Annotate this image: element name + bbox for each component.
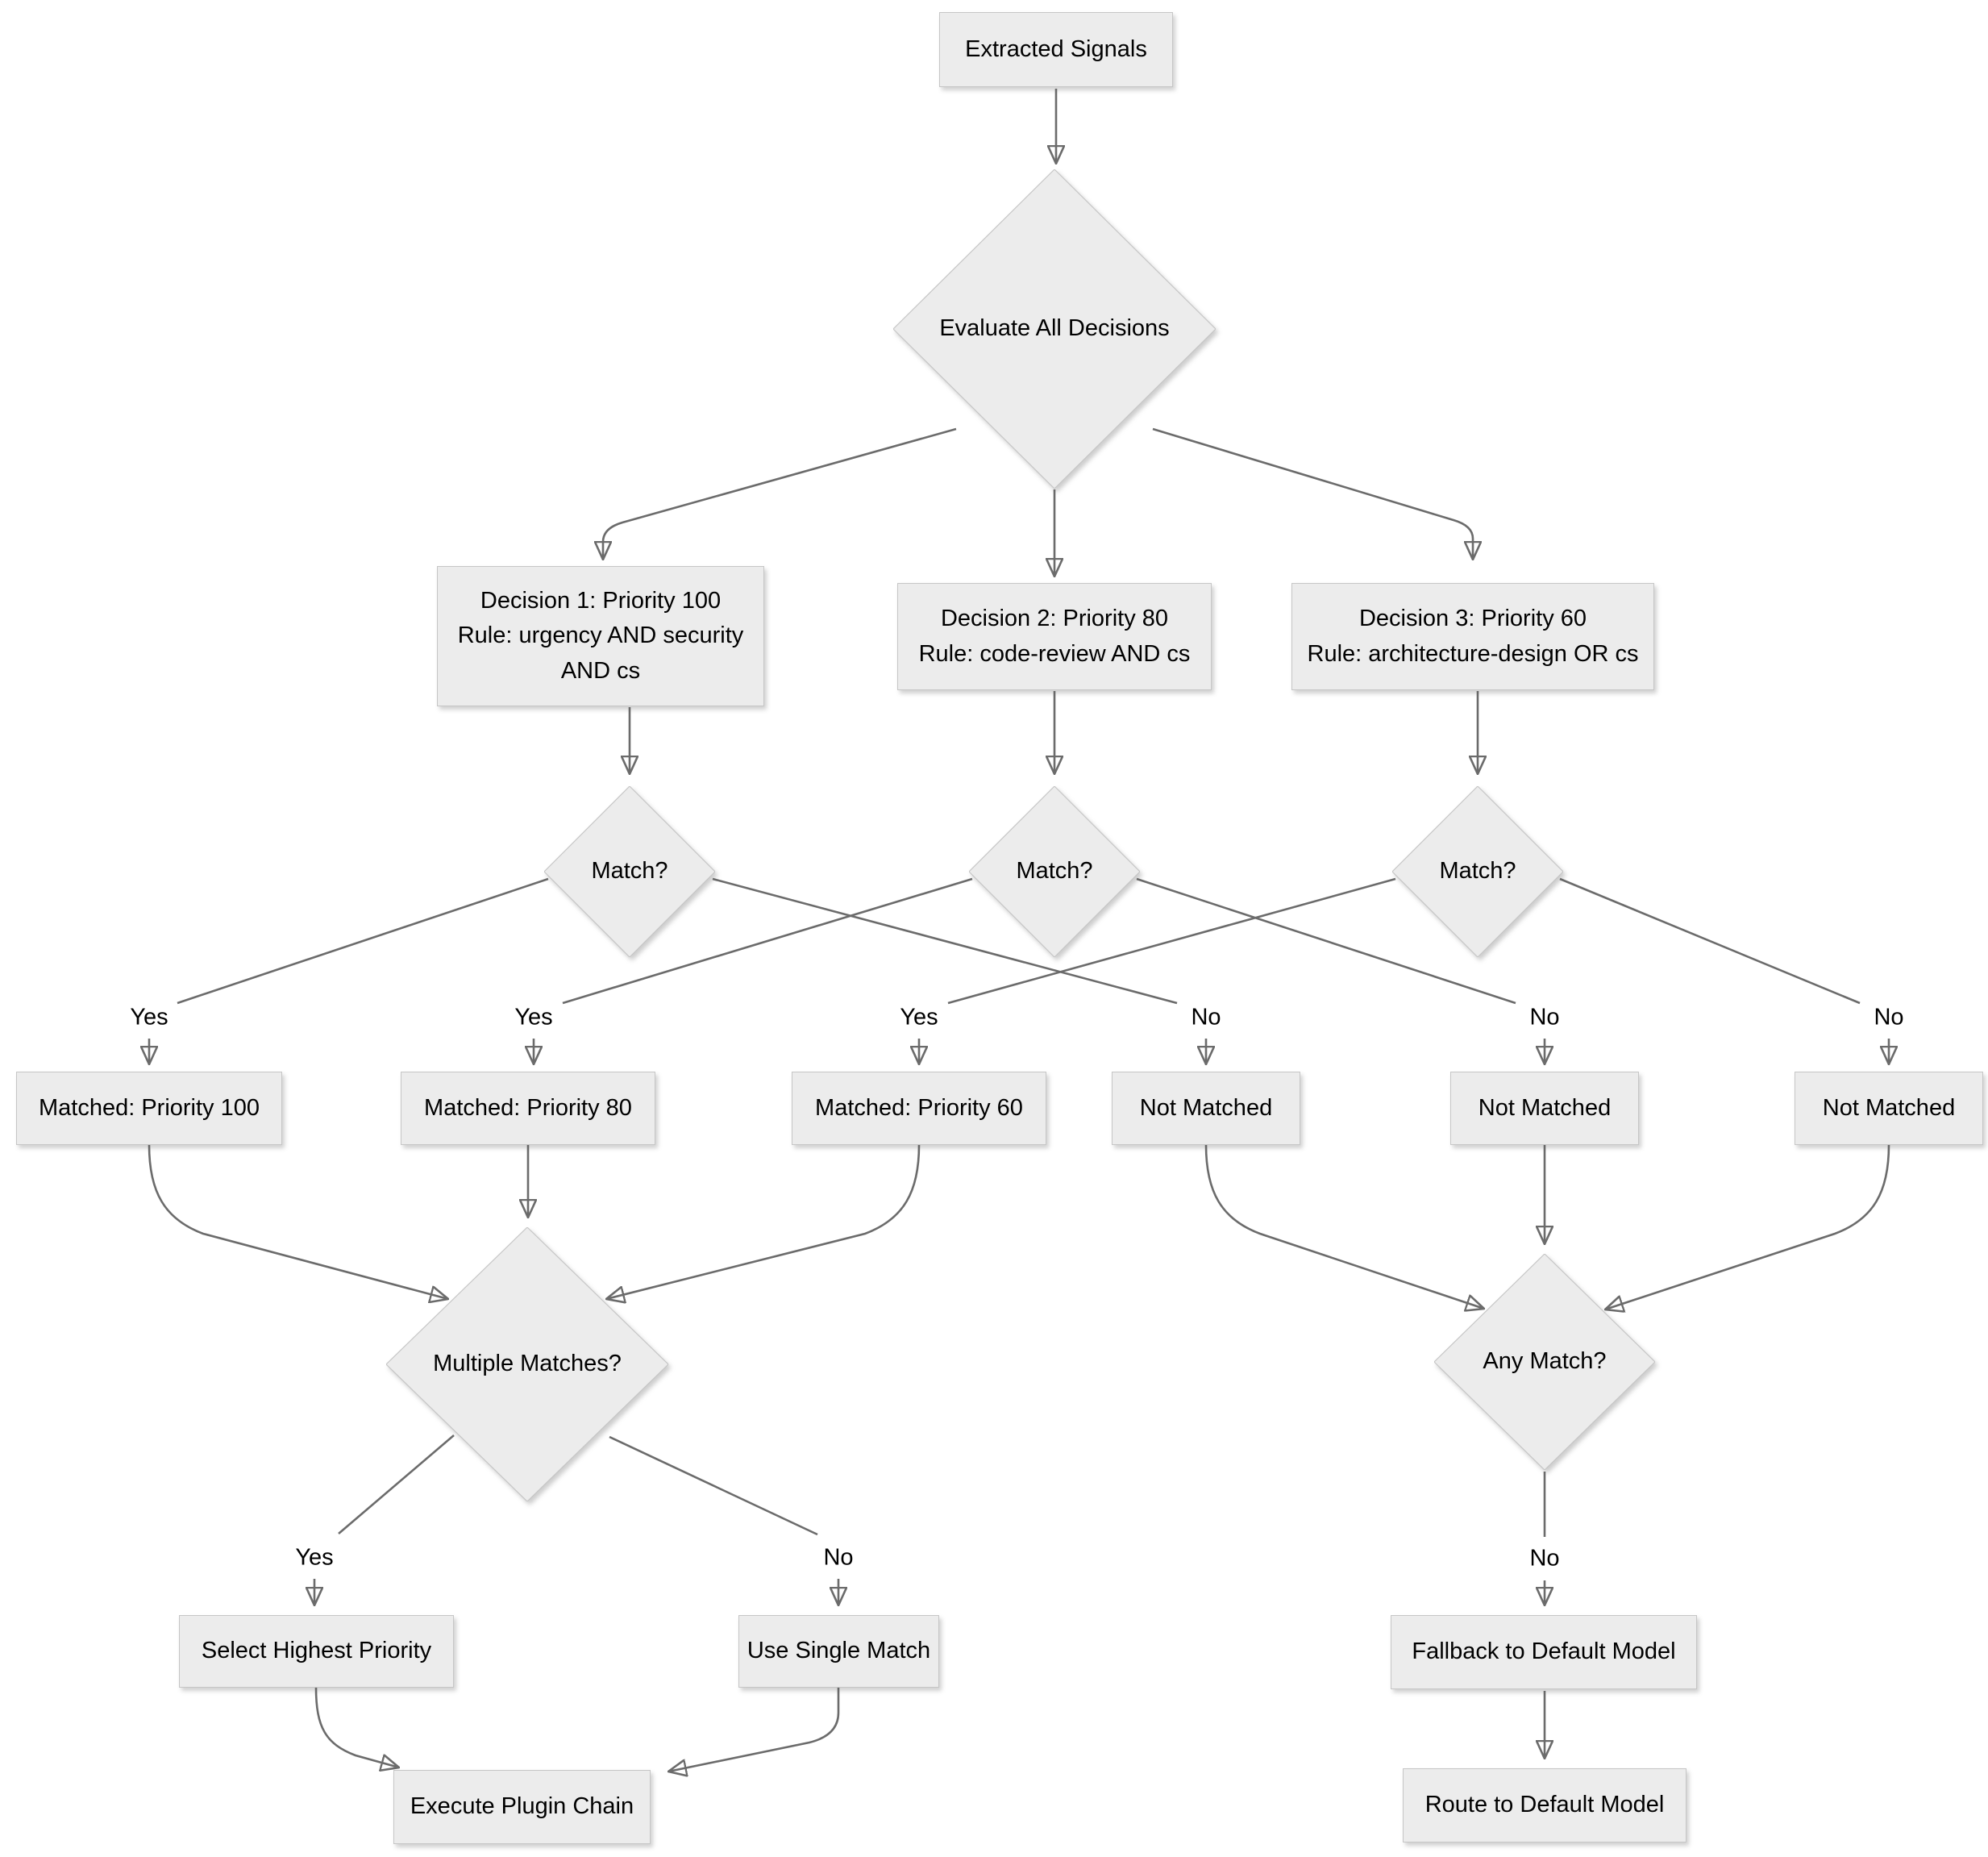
node-label: Rule: urgency AND security xyxy=(457,622,744,649)
node-label: Match? xyxy=(1439,858,1516,885)
node-label: Rule: architecture-design OR cs xyxy=(1307,640,1639,667)
node-label: Extracted Signals xyxy=(965,35,1147,62)
node-match-2: Match? xyxy=(969,786,1140,957)
edge-multiple-yes-diagonal xyxy=(338,1434,455,1534)
node-decision-2: Decision 2: Priority 80 Rule: code-revie… xyxy=(897,583,1212,690)
edge-label-match2-yes: Yes xyxy=(511,1004,556,1031)
node-label: Decision 1: Priority 100 xyxy=(480,587,722,614)
node-decision-1: Decision 1: Priority 100 Rule: urgency A… xyxy=(437,566,764,706)
node-matched-priority-100: Matched: Priority 100 xyxy=(16,1072,282,1145)
edge-matched60-to-multiple xyxy=(606,1144,921,1299)
edge-label-match1-no: No xyxy=(1187,1004,1225,1031)
edge-notmatched3-to-anymatch xyxy=(1605,1144,1890,1309)
edge-label-multiple-yes: Yes xyxy=(292,1544,337,1572)
node-any-match: Any Match? xyxy=(1434,1254,1655,1470)
edge-select-to-execute xyxy=(314,1687,399,1767)
edge-evaluate-to-decision3 xyxy=(1152,427,1473,560)
node-matched-priority-80: Matched: Priority 80 xyxy=(401,1072,655,1145)
node-label: Fallback to Default Model xyxy=(1412,1638,1676,1665)
edge-multiple-no-diagonal xyxy=(609,1435,818,1536)
edge-match3-yes-diagonal xyxy=(947,877,1396,1005)
node-label: Evaluate All Decisions xyxy=(939,315,1170,342)
diamond-shape xyxy=(969,786,1140,957)
node-label: Use Single Match xyxy=(747,1638,931,1664)
node-label: Not Matched xyxy=(1139,1094,1273,1121)
edge-match1-no-diagonal xyxy=(712,877,1178,1005)
edge-label-anymatch-no: No xyxy=(1526,1545,1563,1572)
node-execute-plugin-chain: Execute Plugin Chain xyxy=(393,1770,651,1844)
node-not-matched-2: Not Matched xyxy=(1450,1072,1639,1145)
node-select-highest-priority: Select Highest Priority xyxy=(179,1615,454,1688)
node-not-matched-3: Not Matched xyxy=(1795,1072,1983,1145)
edge-match2-yes-diagonal xyxy=(562,877,973,1005)
node-multiple-matches: Multiple Matches? xyxy=(386,1227,668,1501)
node-label: Matched: Priority 80 xyxy=(424,1094,632,1121)
node-label: Decision 2: Priority 80 xyxy=(940,606,1169,631)
edge-label-match1-yes: Yes xyxy=(127,1004,172,1031)
edge-matched100-to-multiple xyxy=(148,1144,448,1299)
node-label: Any Match? xyxy=(1483,1348,1607,1375)
node-label: Rule: code-review AND cs xyxy=(918,640,1191,667)
edge-usesingle-to-execute xyxy=(668,1688,840,1772)
node-fallback-to-default-model: Fallback to Default Model xyxy=(1391,1615,1697,1689)
node-label: Decision 3: Priority 60 xyxy=(1358,606,1587,631)
node-matched-priority-60: Matched: Priority 60 xyxy=(792,1072,1046,1145)
node-label: Match? xyxy=(591,858,668,885)
edge-evaluate-to-decision1 xyxy=(603,427,957,560)
edge-match3-no-diagonal xyxy=(1559,877,1861,1005)
node-label: Not Matched xyxy=(1822,1094,1956,1121)
edge-match1-yes-diagonal xyxy=(177,877,549,1005)
node-label: Multiple Matches? xyxy=(433,1351,622,1377)
edge-label-multiple-no: No xyxy=(820,1544,857,1572)
node-label: AND cs xyxy=(560,657,641,684)
node-match-1: Match? xyxy=(544,786,715,957)
node-decision-3: Decision 3: Priority 60 Rule: architectu… xyxy=(1291,583,1654,690)
node-evaluate-all-decisions: Evaluate All Decisions xyxy=(893,169,1216,489)
node-label: Matched: Priority 60 xyxy=(815,1094,1023,1121)
diamond-shape xyxy=(544,786,715,957)
node-extracted-signals: Extracted Signals xyxy=(939,12,1173,87)
diamond-shape xyxy=(1392,786,1563,957)
node-label: Matched: Priority 100 xyxy=(38,1094,260,1121)
node-label: Not Matched xyxy=(1478,1094,1612,1121)
node-not-matched-1: Not Matched xyxy=(1112,1072,1300,1145)
node-label: Route to Default Model xyxy=(1424,1792,1665,1818)
edge-label-match3-yes: Yes xyxy=(896,1004,942,1031)
node-label: Execute Plugin Chain xyxy=(410,1793,634,1820)
diamond-shape xyxy=(1434,1254,1655,1470)
diamond-shape xyxy=(893,169,1216,489)
edge-label-match3-no: No xyxy=(1870,1004,1907,1031)
edge-label-match2-no: No xyxy=(1526,1004,1563,1031)
edge-notmatched1-to-anymatch xyxy=(1204,1144,1484,1309)
node-label: Match? xyxy=(1016,858,1093,885)
node-match-3: Match? xyxy=(1392,786,1563,957)
diamond-shape xyxy=(386,1227,668,1501)
node-use-single-match: Use Single Match xyxy=(738,1615,939,1688)
node-route-to-default-model: Route to Default Model xyxy=(1403,1768,1686,1842)
node-label: Select Highest Priority xyxy=(201,1638,432,1664)
edge-match2-no-diagonal xyxy=(1136,877,1516,1005)
